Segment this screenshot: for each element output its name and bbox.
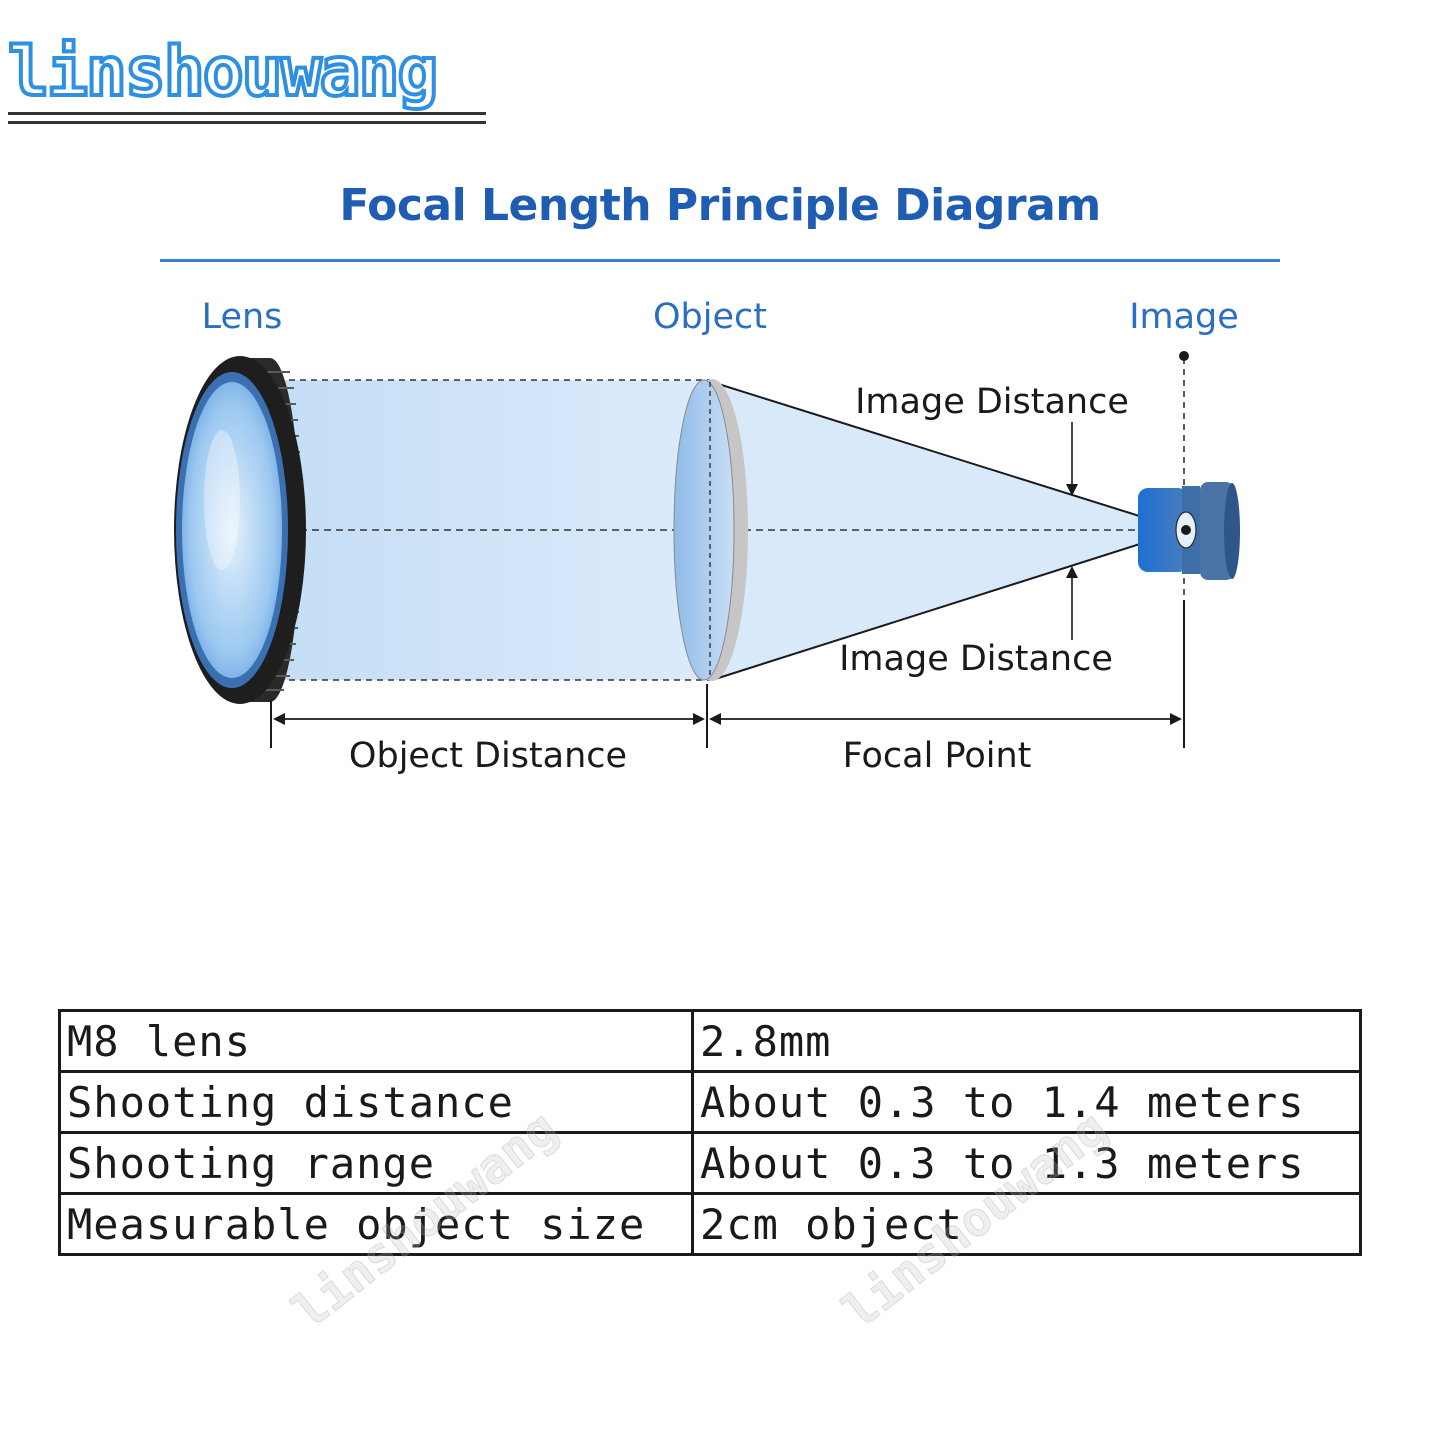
table-row: Shooting distance About 0.3 to 1.4 meter…	[58, 1070, 1362, 1134]
cone-edge-top	[711, 381, 1185, 531]
spec-table: M8 lens 2.8mm Shooting distance About 0.…	[58, 1009, 1362, 1256]
spec-label: Measurable object size	[58, 1192, 694, 1256]
diagram-title: Focal Length Principle Diagram	[339, 180, 1101, 231]
spec-label: Shooting distance	[58, 1070, 694, 1134]
label-image: Image	[1129, 297, 1239, 337]
table-row: Measurable object size 2cm object	[58, 1192, 1362, 1256]
spec-value: About 0.3 to 1.4 meters	[691, 1070, 1362, 1134]
spec-value: 2cm object	[691, 1192, 1362, 1256]
label-focal-point: Focal Point	[843, 736, 1032, 776]
label-object: Object	[653, 297, 767, 337]
spec-value: About 0.3 to 1.3 meters	[691, 1131, 1362, 1195]
spec-label: Shooting range	[58, 1131, 694, 1195]
table-row: Shooting range About 0.3 to 1.3 meters	[58, 1131, 1362, 1195]
table-row: M8 lens 2.8mm	[58, 1009, 1362, 1073]
object-disc-icon	[673, 379, 748, 681]
image-sensor-icon	[1138, 482, 1240, 580]
title-divider	[160, 259, 1280, 262]
focal-length-diagram: Lens Object Image	[174, 297, 1240, 776]
light-beam-cone	[712, 382, 1184, 680]
object-distance-arrow-left	[273, 713, 285, 725]
light-beam-cylinder	[270, 380, 710, 680]
label-image-distance-bottom: Image Distance	[839, 639, 1113, 679]
camera-lens-icon	[174, 356, 306, 704]
image-point-dot	[1179, 351, 1189, 361]
brand-underline-bottom	[8, 121, 486, 124]
label-object-distance: Object Distance	[349, 736, 627, 776]
focal-point-arrow-left	[709, 713, 721, 725]
label-lens: Lens	[202, 297, 283, 337]
brand-logo-text: linshouwang	[6, 31, 440, 114]
object-distance-arrow-right	[693, 713, 705, 725]
image-distance-bottom-arrowhead	[1066, 566, 1078, 578]
cone-edge-bottom	[711, 529, 1185, 681]
brand-underline-top	[8, 112, 486, 115]
spec-value: 2.8mm	[691, 1009, 1362, 1073]
brand-logo: linshouwang	[6, 28, 498, 138]
label-image-distance-top: Image Distance	[855, 382, 1129, 422]
spec-label: M8 lens	[58, 1009, 694, 1073]
focal-point-arrow-right	[1170, 713, 1182, 725]
image-distance-top-arrowhead	[1066, 484, 1078, 496]
